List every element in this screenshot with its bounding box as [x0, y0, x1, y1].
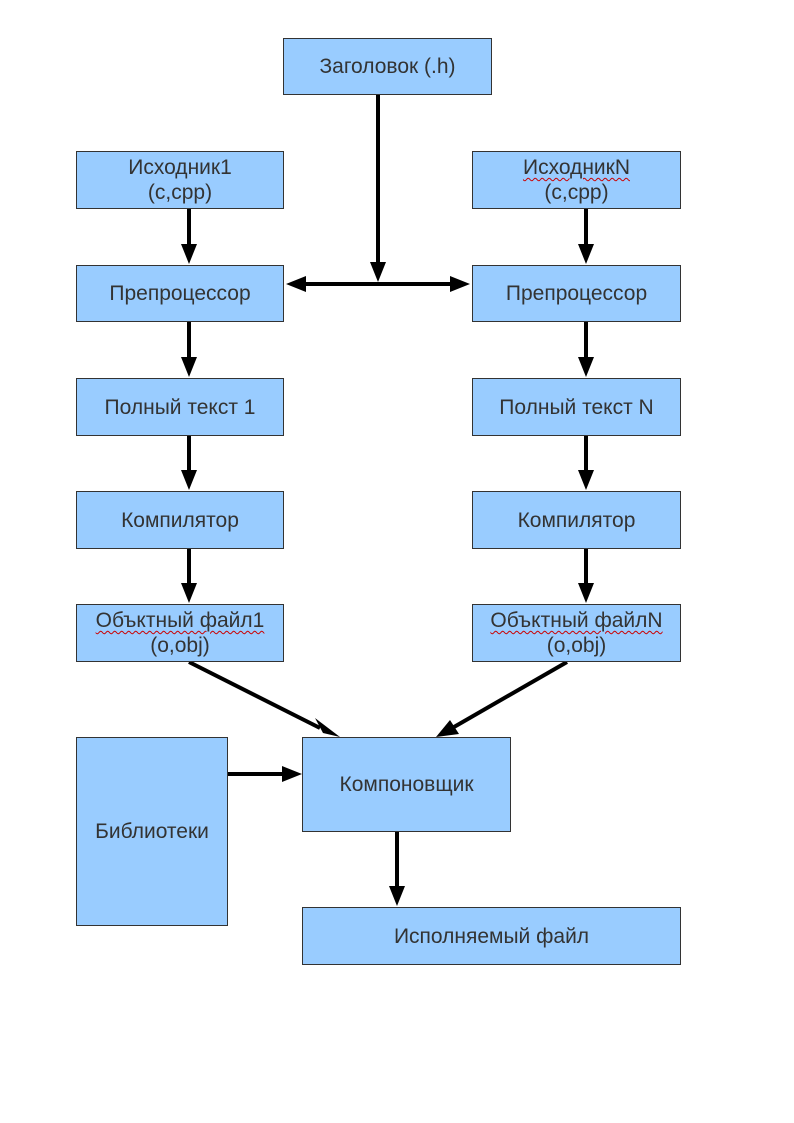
- arrow-objectN-linker: [453, 660, 568, 729]
- arrowhead-object1-linker: [315, 718, 340, 737]
- arrow-object1-linker: [188, 660, 321, 730]
- header-node-label: Заголовок (.h): [319, 55, 456, 78]
- arrowhead-to-preprocessorN: [450, 276, 470, 292]
- preprocessor1-node: Препроцессор: [76, 265, 284, 322]
- executable-node-label: Исполняемый файл: [393, 924, 590, 948]
- compiler1-node-label: Компилятор: [121, 508, 239, 532]
- sourceN-node-line1: ИсходникN: [522, 156, 630, 179]
- libraries-node: Библиотеки: [76, 737, 228, 926]
- preprocessorN-node: Препроцессор: [472, 265, 681, 322]
- object1-node-line2: (o,obj): [150, 634, 210, 657]
- compiler1-node: Компилятор: [76, 491, 284, 549]
- arrowhead-preprocessor1-fulltext1: [181, 357, 197, 377]
- object1-node: Объктный файл1 (o,obj): [76, 604, 284, 662]
- arrowhead-sourceN-preprocessorN: [578, 244, 594, 264]
- object1-node-line1: Объктный файл1: [95, 609, 265, 632]
- linker-node-label: Компоновщик: [339, 773, 474, 796]
- arrowhead-preprocessorN-fulltextN: [578, 357, 594, 377]
- objectN-node-line2: (o,obj): [546, 634, 607, 657]
- arrowhead-linker-executable: [389, 886, 405, 906]
- linker-node: Компоновщик: [302, 737, 511, 832]
- objectN-node-line1: Объктный файлN: [490, 609, 663, 632]
- objectN-node: Объктный файлN (o,obj): [472, 604, 681, 662]
- sourceN-node: ИсходникN (c,cpp): [472, 151, 681, 209]
- source1-node-line2: (c,cpp): [147, 181, 213, 204]
- arrowhead-libraries-linker: [282, 766, 302, 782]
- arrowhead-to-preprocessor1: [286, 276, 306, 292]
- fulltextN-node: Полный текст N: [472, 378, 681, 436]
- compilerN-node: Компилятор: [472, 491, 681, 549]
- arrowhead-fulltext1-compiler1: [181, 470, 197, 490]
- header-node: Заголовок (.h): [283, 38, 492, 95]
- source1-node: Исходник1 (c,cpp): [76, 151, 284, 209]
- compilerN-node-label: Компилятор: [517, 508, 636, 532]
- fulltextN-node-label: Полный текст N: [499, 395, 654, 419]
- fulltext1-node: Полный текст 1: [76, 378, 284, 436]
- libraries-node-label: Библиотеки: [95, 820, 209, 843]
- arrowhead-objectN-linker: [436, 720, 459, 737]
- arrowhead-compiler1-object1: [181, 583, 197, 603]
- executable-node: Исполняемый файл: [302, 907, 681, 965]
- fulltext1-node-label: Полный текст 1: [104, 395, 256, 419]
- arrowhead-header-down: [370, 262, 386, 282]
- arrowhead-source1-preprocessor1: [181, 244, 197, 264]
- source1-node-line1: Исходник1: [128, 156, 232, 179]
- preprocessor1-node-label: Препроцессор: [109, 282, 251, 305]
- sourceN-node-line2: (c,cpp): [544, 181, 609, 204]
- preprocessorN-node-label: Препроцессор: [505, 282, 648, 305]
- arrowhead-fulltextN-compilerN: [578, 470, 594, 490]
- arrowhead-compilerN-objectN: [578, 583, 594, 603]
